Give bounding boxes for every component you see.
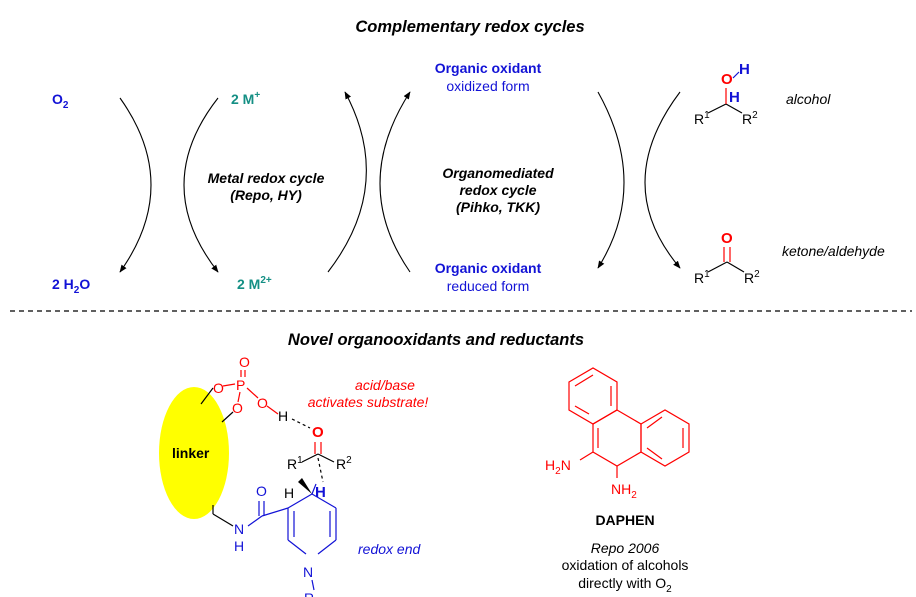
svg-text:O: O [257, 395, 268, 411]
svg-text:N: N [234, 521, 244, 537]
organo-arc-left [597, 91, 625, 269]
metal-cycle-label: Metal redox cycle [208, 170, 325, 186]
organo-arc-right [644, 91, 681, 269]
svg-text:R1: R1 [287, 455, 303, 472]
daphen-nh2: NH2 [611, 481, 637, 501]
alcohol-label: alcohol [786, 91, 831, 107]
top-title: Complementary redox cycles [355, 18, 584, 36]
daphen-desc1: oxidation of alcohols [562, 557, 689, 573]
substrate-ketone: O R1 R2 [287, 424, 352, 483]
org-red-form: reduced form [447, 278, 529, 294]
svg-text:H: H [234, 538, 244, 554]
bottom-title: Novel organooxidants and reductants [288, 331, 584, 349]
daphen-structure [568, 367, 690, 478]
dihydropyridine-redox-end: O N H N R H H [212, 478, 337, 597]
linker-label: linker [172, 445, 210, 461]
organo-cycle-line1: Organomediated [442, 165, 554, 181]
middle-arc-left [327, 91, 367, 273]
svg-text:O: O [721, 230, 733, 247]
svg-text:H: H [278, 408, 288, 424]
svg-text:O: O [213, 380, 224, 396]
phosphate-group: O P O O O H [200, 354, 311, 429]
svg-text:O: O [312, 424, 324, 441]
acid-base-line2: activates substrate! [308, 394, 429, 410]
svg-text:P: P [236, 377, 245, 393]
ketone-label: ketone/aldehyde [782, 243, 885, 259]
m-2plus-label: 2 M2+ [237, 275, 272, 292]
daphen-desc2: directly with O2 [578, 575, 672, 595]
svg-text:R2: R2 [742, 110, 758, 127]
svg-text:O: O [256, 483, 267, 499]
org-ox-label: Organic oxidant [435, 60, 542, 76]
svg-text:O: O [232, 400, 243, 416]
ketone-structure: O R1 R2 [694, 230, 760, 286]
svg-text:R1: R1 [694, 110, 710, 127]
svg-text:R2: R2 [744, 269, 760, 286]
svg-text:R2: R2 [336, 455, 352, 472]
svg-text:N: N [303, 564, 313, 580]
svg-text:H: H [315, 484, 326, 501]
metal-cycle-arc-left [119, 97, 152, 273]
svg-text:O: O [239, 354, 250, 370]
svg-text:R: R [304, 590, 314, 597]
svg-text:H: H [284, 485, 294, 501]
organo-cycle-line3: (Pihko, TKK) [456, 199, 540, 215]
linker-ellipse [159, 387, 229, 519]
o2-label: O2 [52, 91, 69, 111]
svg-text:R1: R1 [694, 269, 710, 286]
acid-base-line1: acid/base [355, 377, 415, 393]
svg-text:H: H [739, 61, 750, 78]
daphen-name: DAPHEN [595, 512, 654, 528]
middle-arc-right [379, 91, 411, 273]
h2o-label: 2 H2O [52, 276, 90, 296]
alcohol-structure: R1 R2 O H H [694, 61, 758, 127]
redox-end-label: redox end [358, 541, 421, 557]
daphen-h2n: H2N [545, 457, 571, 477]
org-red-label: Organic oxidant [435, 260, 542, 276]
metal-cycle-arc-right [183, 97, 219, 273]
org-ox-form: oxidized form [446, 78, 529, 94]
organo-cycle-line2: redox cycle [459, 182, 536, 198]
metal-cycle-authors: (Repo, HY) [230, 187, 302, 203]
svg-text:O: O [721, 71, 733, 88]
svg-text:H: H [729, 89, 740, 106]
m-plus-label: 2 M+ [231, 90, 260, 107]
daphen-ref: Repo 2006 [591, 540, 660, 556]
